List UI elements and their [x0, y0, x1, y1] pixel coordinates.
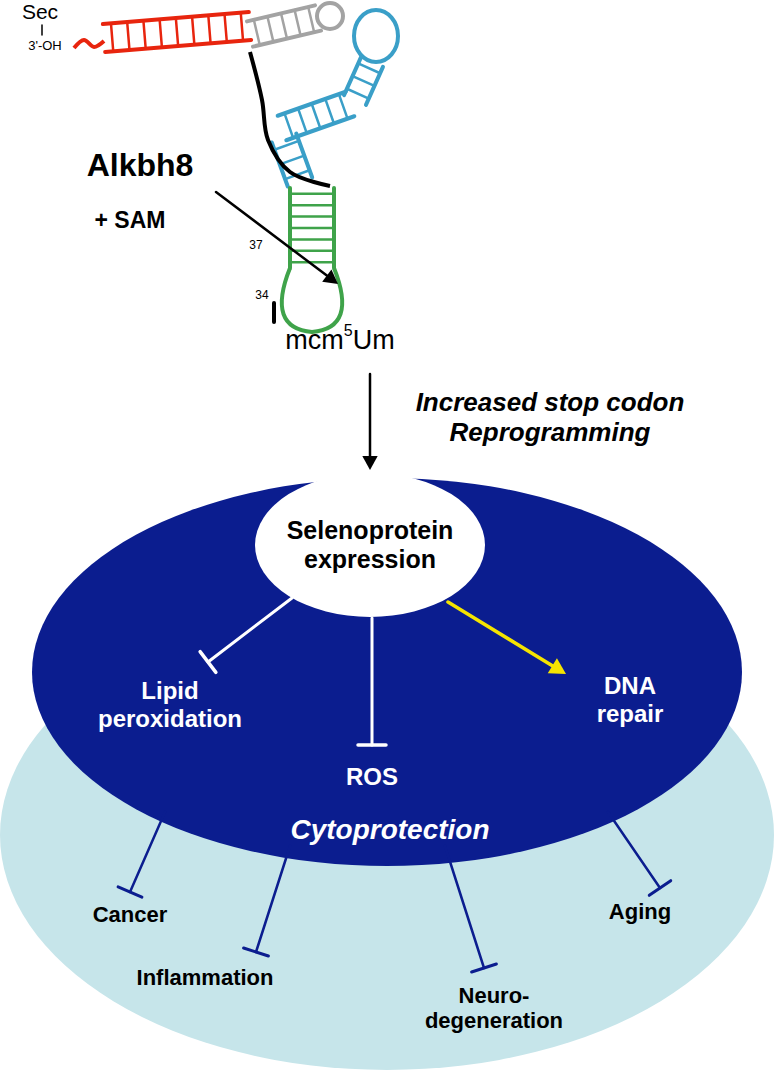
base-pair — [290, 238, 334, 241]
arrowhead — [322, 269, 338, 284]
base-pair — [290, 204, 334, 207]
base-pair — [225, 14, 227, 42]
base-pair — [290, 215, 334, 218]
selenoprotein-ellipse: Selenoprotein expression — [255, 473, 485, 617]
base-pair — [298, 109, 307, 134]
node-label: Cancer — [93, 902, 168, 927]
base-pair — [284, 113, 293, 138]
inhibition-bar — [358, 743, 386, 747]
node-label: Cytoprotection — [290, 814, 489, 846]
node-label: ROS — [346, 763, 398, 791]
base-pair — [312, 104, 321, 129]
inhibition-line — [208, 598, 292, 662]
node-label: Neuro- degeneration — [407, 983, 582, 1034]
inhibition-line — [445, 846, 484, 968]
effect-lines — [118, 598, 671, 972]
base-pair — [274, 141, 298, 150]
outer-ellipse: CancerInflammationNeuro- degeneration Agi… — [0, 600, 774, 1070]
base-pair — [267, 17, 273, 42]
promotion-arrow — [448, 602, 552, 666]
blue-loop — [354, 10, 398, 62]
inhibition-line — [608, 812, 660, 888]
node-label: DNA repair — [571, 672, 689, 727]
acceptor-stem — [103, 12, 251, 52]
enzyme-name: Alkbh8 — [87, 147, 194, 184]
linker — [250, 52, 330, 186]
base-pair — [308, 7, 314, 32]
base-pair — [358, 63, 380, 73]
inhibition-line — [256, 846, 290, 952]
position-number: 37 — [249, 239, 262, 253]
residue-label: Sec — [22, 0, 58, 24]
base-pair — [295, 10, 301, 35]
bond-tick — [41, 25, 43, 35]
base-pair — [208, 15, 210, 43]
inhibition-bar — [244, 948, 269, 956]
ellipse-fill — [32, 478, 742, 866]
base-pair — [353, 76, 375, 86]
base-pair — [281, 13, 287, 38]
node-label: Aging — [609, 899, 671, 924]
base-pair — [143, 21, 145, 49]
position-number: 34 — [255, 289, 268, 303]
inhibition-bar — [472, 964, 497, 972]
cytoprotection-ellipse: Lipid peroxidationROS DNA repairCytoprote… — [32, 478, 742, 866]
inhibition-line — [371, 618, 374, 745]
base-pair — [254, 20, 260, 45]
base-pair — [241, 13, 243, 41]
process-label: Increased stop codon Reprogramming — [380, 388, 720, 448]
modification-name: mcm — [285, 325, 343, 356]
base-pair — [290, 227, 334, 230]
node-label: Lipid peroxidation — [80, 677, 260, 732]
cofactor-label: + SAM — [95, 207, 166, 233]
node-label: Inflammation — [137, 965, 274, 990]
end-label: 3'-OH — [28, 39, 62, 54]
base-pair — [290, 192, 334, 195]
anticodon-stem — [290, 188, 334, 268]
enzyme-arrow — [216, 192, 327, 276]
base-pair — [192, 17, 194, 45]
anticodon-loop — [282, 268, 342, 332]
base-pair — [347, 89, 369, 99]
inhibition-bar — [649, 881, 670, 896]
grey-loop — [317, 3, 343, 29]
arrowhead — [362, 456, 377, 470]
modification-name: Um — [353, 325, 395, 356]
inhibition-bar — [118, 887, 142, 897]
base-pair — [111, 23, 113, 51]
position-tick — [272, 303, 276, 322]
arrowhead — [548, 658, 566, 674]
ellipse-fill — [255, 473, 485, 617]
base-pair — [176, 18, 178, 46]
node-title: Selenoprotein expression — [264, 516, 476, 574]
modification-superscript: 5 — [344, 322, 353, 340]
grey-arm — [247, 5, 321, 46]
inhibition-bar — [200, 652, 216, 673]
process-arrow — [369, 374, 372, 456]
base-pair — [127, 22, 129, 50]
acceptor-tail — [74, 40, 104, 48]
base-pair — [160, 19, 162, 47]
inhibition-line — [130, 812, 165, 892]
blue-stem — [278, 92, 355, 141]
blue-arm — [344, 57, 383, 105]
base-pair — [325, 99, 334, 124]
base-pair — [339, 94, 348, 119]
